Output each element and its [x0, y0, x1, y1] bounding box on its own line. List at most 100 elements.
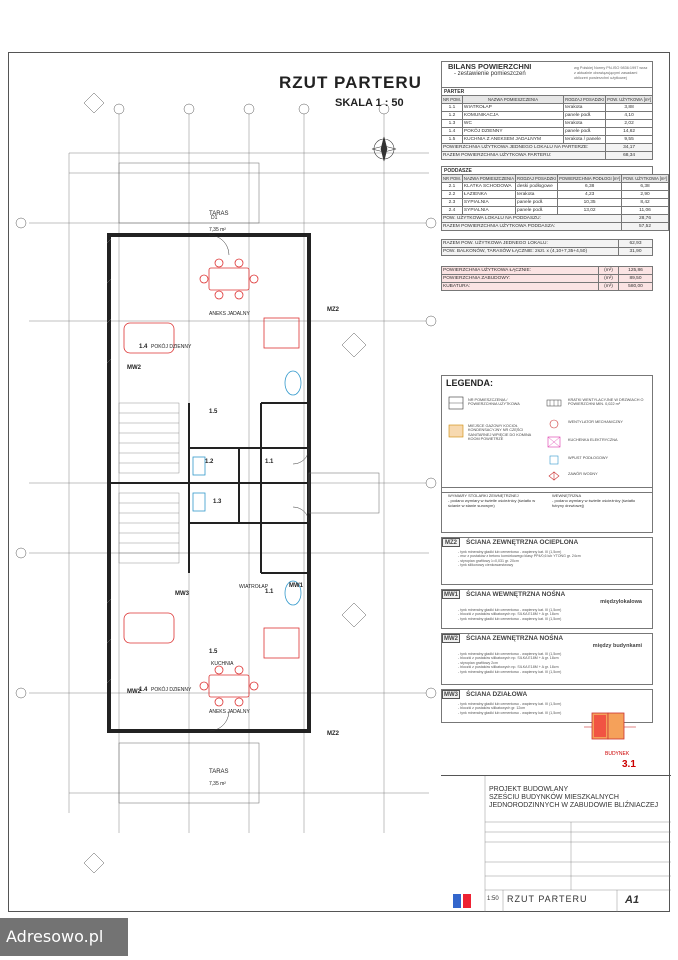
watermark-logo: Adresowo.pl [0, 918, 128, 956]
cell: 2,90 [621, 190, 669, 199]
wall-mw1: MW1 [289, 583, 304, 589]
cell: terakota [515, 190, 559, 199]
bilans-title: BILANS POWIERZCHNI [448, 62, 532, 71]
taras-label-top: TARAS [209, 211, 229, 217]
cell: 1.5 [441, 135, 463, 144]
project-line-3: JEDNORODZINNYCH W ZABUDOWIE BLIŹNIACZEJ [489, 802, 659, 809]
room-1-1-top: 1.1 [265, 459, 274, 465]
cell: 4,23 [557, 190, 623, 199]
wall-line: - bloczki z pustaków silikatowych np. SI… [458, 656, 559, 661]
area-balance-table: BILANS POWIERZCHNI - zestawienie pomiesz… [440, 61, 669, 291]
wall-line: - tynk silikonowy cienkowarstwowy [458, 563, 514, 568]
cell: panele podł. [515, 198, 559, 207]
project-description: PROJEKT BUDOWLANY SZEŚCIU BUDYNKÓW MIESZ… [489, 786, 669, 810]
header-area: POW. UŻYTKOWA [m²] [621, 174, 669, 183]
wall-code: MW3 [442, 690, 460, 699]
wall-sub: międzylokalowa [600, 599, 642, 605]
cell: 14,62 [605, 127, 653, 136]
wall-line: - tynk mineralny gładki lub cementowo - … [458, 710, 562, 715]
drawing-title-block: RZUT PARTERU SKALA 1 : 50 [279, 73, 422, 109]
legend-item-drain: WPUST PODŁOGOWY [568, 456, 609, 460]
bilans-note: wg Polskiej Normy PN-ISO 9836:1997 wraz … [574, 66, 648, 80]
cell: WC [461, 119, 565, 128]
cell: 11,06 [621, 206, 669, 215]
cell: ŁAZIENKA [461, 190, 517, 199]
total2-label: POW. BALKONÓW, TARASÓW ŁĄCZNIE: 2szt. x … [441, 247, 619, 256]
wall-line: - tynk mineralny gładki lub cementowo - … [458, 652, 562, 656]
project-line-1: PROJEKT BUDOWLANY [489, 786, 569, 793]
wall-sub: między budynkami [592, 643, 642, 649]
cell: 3,88 [605, 103, 653, 112]
cell: terakota [563, 119, 607, 128]
summary-label: KUBATURA: [441, 282, 599, 291]
wall-line: - styropian grafitowy λ=0,031 gr. 20cm [458, 558, 519, 563]
header-floor: RODZAJ POSADZKI [563, 95, 607, 104]
project-line-2: SZEŚCIU BUDYNKÓW MIESZKALNYCH [489, 794, 619, 801]
legend-item-fan: WENTYLATOR MECHANICZNY [568, 420, 623, 424]
cell: KUCHNIA Z ANEKSEM JADALNYM [461, 135, 565, 144]
building-label: BUDYNEK [605, 751, 630, 757]
cell: KOMUNIKACJA [461, 111, 565, 120]
cell: panele podł. [563, 111, 607, 120]
stove-icon [547, 436, 561, 448]
cell: 2.1 [441, 182, 463, 191]
header-nr: NR POM. [441, 95, 463, 104]
wall-mz2-bottom: MZ2 [327, 731, 340, 737]
cell: panele podł. [563, 127, 607, 136]
legend-item-valve: ZAWÓR WODNY [568, 472, 598, 476]
title-block: PROJEKT BUDOWLANY SZEŚCIU BUDYNKÓW MIESZ… [441, 775, 671, 912]
cell: SYPIALNIA [461, 198, 517, 207]
cell: 1.2 [441, 111, 463, 120]
wall-name: ŚCIANA WEWNĘTRZNA NOŚNA [466, 591, 566, 598]
room-1-2: 1.2 [205, 459, 214, 465]
taras-area-bottom: 7,35 m² [209, 781, 226, 787]
poddasze-sum1-label: POW. UŻYTKOWA LOKALU NA PODDASZU: [440, 214, 623, 223]
wall-name: ŚCIANA DZIAŁOWA [466, 691, 528, 698]
header-area: POW. UŻYTKOWA [m²] [605, 95, 653, 104]
cell: 2.3 [441, 198, 463, 207]
summary-unit: (m³) [598, 282, 619, 291]
header-nr: NR POM. [441, 174, 463, 183]
summary-value: 125,86 [618, 266, 653, 275]
cell: 2.2 [441, 190, 463, 199]
windows-col1-text: - podano wymiary w świetle ościeżnicy (ś… [448, 498, 536, 508]
windows-col1-title: WYMIARY STOLARKI ZEWNĘTRZNEJ [448, 493, 519, 498]
wall-line: - bloczki z pustaków silikatowych gr. 12… [458, 706, 526, 711]
wall-line: - bloczki z pustaków silikatowych np. SI… [458, 665, 559, 670]
header-floor-area: POWIERZCHNIA PODŁOGI [m²] [557, 174, 623, 183]
cell: 6,38 [621, 182, 669, 191]
cell: 1.4 [441, 127, 463, 136]
room-pokoj-bottom: POKÓJ DZIENNY [151, 686, 192, 693]
building-number: 3.1 [622, 759, 636, 770]
cell: KLATKA SCHODOWA [461, 182, 517, 191]
poddasze-sum2-label: RAZEM POWIERZCHNIA UŻYTKOWA PODDASZA: [440, 222, 623, 231]
windows-col2-text: - podano wymiary w świetle ościeżnicy (ś… [552, 498, 636, 508]
room-aneks-bottom: ANEKS JADALNY [209, 709, 251, 715]
cell: 10,35 [557, 198, 623, 207]
drawing-scale: SKALA 1 : 50 [335, 97, 404, 109]
cell: 2.4 [441, 206, 463, 215]
drawing-sheet: TARAS 7,35 m² TARAS 7,35 m² 1.4 POKÓJ DZ… [8, 52, 671, 912]
parter-sum2: 68,34 [605, 151, 653, 160]
wall-type-mw3: MW3 ŚCIANA DZIAŁOWA - tynk mineralny gła… [441, 689, 653, 723]
header-name: NAZWA POMIESZCZENIA [461, 95, 565, 104]
wall-mz2-top: MZ2 [327, 307, 340, 313]
wall-mw2-top: MW2 [127, 365, 142, 371]
cell: 9,55 [605, 135, 653, 144]
summary-label: POWIERZCHNIA ZABUDOWY: [441, 274, 599, 283]
cell: 1.3 [441, 119, 463, 128]
parter-sum2-label: RAZEM POWIERZCHNIA UŻYTKOWA PARTERU: [440, 151, 607, 160]
cell: panele podł. [515, 206, 559, 215]
wall-type-mw1: MW1 ŚCIANA WEWNĘTRZNA NOŚNA międzylokalo… [441, 589, 653, 629]
room-kuchnia-bottom: KUCHNIA [211, 661, 234, 667]
parter-sum1-label: POWIERZCHNIA UŻYTKOWA JEDNEGO LOKALU NA … [440, 143, 607, 152]
bilans-subtitle: - zestawienie pomieszczeń [454, 71, 526, 77]
